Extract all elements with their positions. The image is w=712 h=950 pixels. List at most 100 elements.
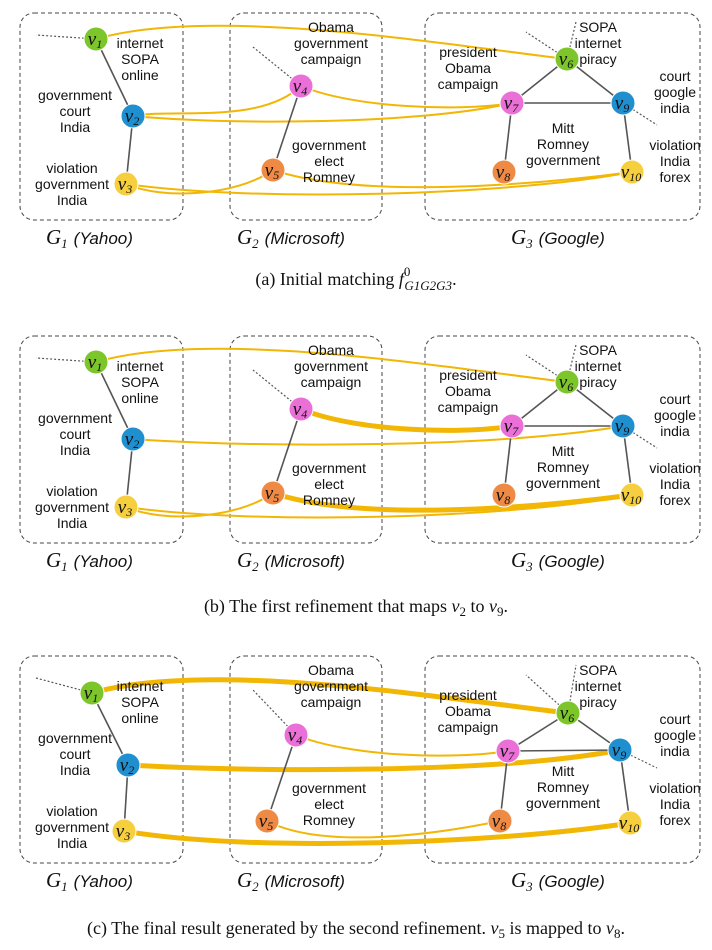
stub-v9 [622, 102, 658, 126]
stub-v9 [622, 425, 658, 449]
node-circle [83, 349, 109, 375]
node-symbol: v7 [504, 416, 519, 438]
match-v2-v9 [125, 747, 623, 773]
graph-label-g1: G1(Yahoo) [46, 548, 133, 574]
node-circle [288, 396, 314, 422]
node-circle [555, 700, 581, 726]
node-v4: v4 [288, 396, 314, 422]
node-v2: v2 [115, 752, 141, 778]
graph-box-g3 [424, 335, 701, 544]
edge-v1-v2 [91, 692, 129, 766]
node-v4: v4 [288, 73, 314, 99]
node-symbol: v9 [615, 416, 629, 438]
node-circle [487, 808, 513, 834]
node-circle [495, 738, 521, 764]
node-circle [491, 159, 517, 185]
node-v2: v2 [120, 426, 146, 452]
node-circle [499, 90, 525, 116]
node-circle [113, 494, 139, 520]
matching-lines [95, 347, 635, 519]
graph-box-g1 [19, 655, 184, 864]
graph-label-g3: G3(Google) [511, 868, 605, 894]
edge-v7-v9 [507, 749, 621, 752]
edge-v4-v5 [266, 734, 297, 822]
node-v7: v7 [495, 738, 521, 764]
graph-box-g2 [229, 655, 383, 864]
node-v10: v10 [617, 810, 643, 836]
node-circle [619, 482, 645, 508]
node-symbol: v3 [118, 497, 132, 519]
match-v5-v10 [270, 490, 635, 513]
matching-lines [95, 24, 633, 196]
node-circle [83, 26, 109, 52]
node-symbol: v7 [504, 93, 519, 115]
match-v5-v8 [266, 820, 501, 839]
node-v10: v10 [619, 482, 645, 508]
node-symbol: v8 [492, 811, 506, 833]
node-symbol: v6 [559, 372, 573, 394]
caption-b: (b) The first refinement that maps v2 to… [204, 596, 508, 619]
graph-box-g1 [19, 335, 184, 544]
node-symbol: v1 [84, 683, 98, 705]
node-symbol: v8 [496, 485, 510, 507]
node-symbol: v4 [293, 76, 307, 98]
node-circle [610, 90, 636, 116]
match-v2-v9 [132, 425, 624, 446]
node-v2: v2 [120, 103, 146, 129]
node-circle [617, 810, 643, 836]
match-v3-v10 [125, 171, 633, 196]
caption-c: (c) The final result generated by the se… [87, 918, 625, 941]
node-circle [260, 157, 286, 183]
node-v9: v9 [607, 737, 633, 763]
node-circle [610, 413, 636, 439]
node-v1: v1 [83, 26, 109, 52]
node-symbol: v2 [120, 755, 134, 777]
node-symbol: v8 [496, 162, 510, 184]
node-v3: v3 [111, 818, 137, 844]
graph-box-g2 [229, 12, 383, 221]
node-v6: v6 [554, 46, 580, 72]
node-v10: v10 [619, 159, 645, 185]
match-v2-v4 [132, 85, 302, 117]
node-circle [554, 369, 580, 395]
match-v3-v10 [125, 494, 633, 519]
edge-v1-v2 [95, 361, 134, 440]
node-v6: v6 [554, 369, 580, 395]
node-circle [619, 159, 645, 185]
node-v5: v5 [260, 480, 286, 506]
graph-label-g3: G3(Google) [511, 548, 605, 574]
match-v4-v7 [300, 85, 513, 109]
node-symbol: v1 [88, 352, 102, 374]
node-symbol: v9 [612, 740, 626, 762]
node-v4: v4 [283, 722, 309, 748]
node-v1: v1 [79, 680, 105, 706]
graph-label-g1: G1(Yahoo) [46, 225, 133, 251]
graph-label-g2: G2(Microsoft) [237, 548, 345, 574]
node-symbol: v1 [88, 29, 102, 51]
node-v8: v8 [491, 482, 517, 508]
node-symbol: v2 [125, 429, 139, 451]
node-symbol: v6 [559, 49, 573, 71]
node-circle [111, 818, 137, 844]
node-v5: v5 [254, 808, 280, 834]
node-circle [499, 413, 525, 439]
